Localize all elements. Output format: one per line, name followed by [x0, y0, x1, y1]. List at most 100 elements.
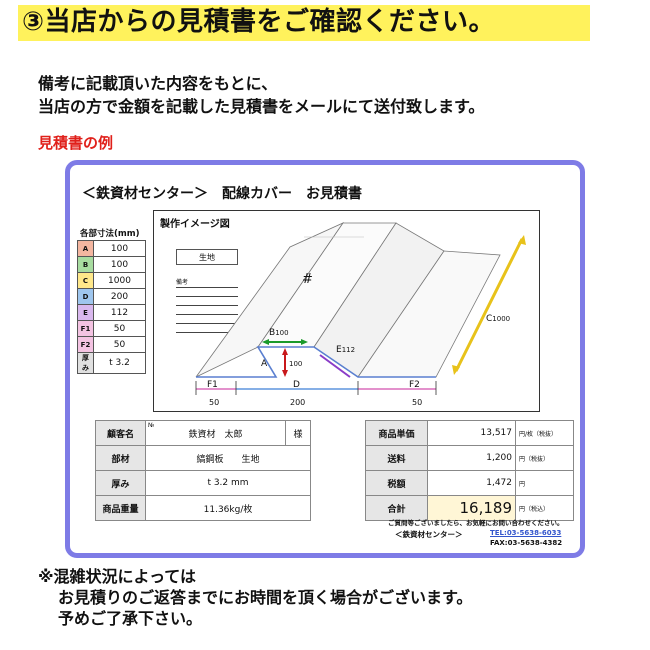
remark-line-2: お見積りのご返答までにお時間を頂く場合がございます。 — [58, 588, 473, 607]
fax-number: FAX:03-5638-4382 — [490, 539, 563, 547]
tax-unit: 円 — [515, 470, 574, 496]
label-d-value: 200 — [290, 398, 305, 407]
hash-mark: # — [302, 272, 313, 287]
company-name: ＜鉄資材センター＞ — [395, 530, 463, 539]
part-value: 縞鋼板 生地 — [145, 445, 311, 471]
c-dimension-arrow — [454, 238, 524, 372]
note-line — [176, 296, 238, 297]
dimension-key: C — [77, 272, 94, 289]
label-f2: F2 — [409, 380, 420, 390]
table-row: 部材 縞鋼板 生地 — [95, 445, 311, 471]
dimension-value: 50 — [93, 320, 146, 337]
dimensions-heading: 各部寸法(mm) — [80, 229, 140, 239]
page-title: ③当店からの見積書をご確認ください。 — [22, 7, 496, 37]
label-f1-value: 50 — [209, 398, 219, 407]
note-line — [176, 305, 238, 306]
total-label: 合計 — [365, 495, 428, 521]
total-unit: 円（税込） — [515, 495, 574, 521]
dimension-key: D — [77, 288, 94, 305]
weight-label: 商品重量 — [95, 495, 146, 521]
e-dimension-arrow — [319, 354, 351, 378]
part-label: 部材 — [95, 445, 146, 471]
cover-diagram: # B100 A 100 E112 C1000 F1 50 D 200 F2 5… — [195, 222, 526, 407]
table-row: 厚み t 3.2 mm — [95, 470, 311, 496]
contact-note: ご質問等ございましたら、お気軽にお問い合わせください。 — [388, 519, 564, 527]
example-label: 見積書の例 — [38, 134, 114, 152]
label-b: B100 — [269, 328, 289, 338]
b-arrow-head — [262, 339, 269, 345]
dimension-value: 50 — [93, 336, 146, 353]
cross-section-outline — [196, 346, 436, 378]
dimension-key: E — [77, 304, 94, 321]
dimension-value: 100 — [93, 240, 146, 257]
label-f2-value: 50 — [412, 398, 422, 407]
tel-link[interactable]: TEL:03-5638-6033 — [490, 529, 562, 537]
label-d: D — [293, 380, 300, 390]
note-line — [176, 314, 238, 315]
a-arrow-head — [282, 348, 288, 355]
production-drawing: 製作イメージ図 生地 備考 — [153, 210, 540, 412]
table-row: 合計 16,189 円（税込） — [365, 495, 574, 521]
material-box: 生地 — [176, 249, 238, 265]
customer-name-label: 顧客名 — [95, 420, 146, 446]
unit-price-label: 商品単価 — [365, 420, 428, 446]
estimate-title: ＜鉄資材センター＞ 配線カバー お見積書 — [82, 186, 362, 202]
label-f1: F1 — [207, 380, 218, 390]
dimension-key: B — [77, 256, 94, 273]
label-c: C1000 — [486, 314, 510, 324]
dimension-value: 100 — [93, 256, 146, 273]
dimension-key: F1 — [77, 320, 94, 337]
b-arrow-head — [301, 339, 308, 345]
dimension-key: A — [77, 240, 94, 257]
table-row: 商品単価 13,517 円/枚（税抜） — [365, 420, 574, 446]
note-line — [176, 287, 238, 288]
intro-line-1: 備考に記載頂いた内容をもとに、 — [38, 74, 278, 93]
remark-line-1: ※混雑状況によっては — [38, 567, 196, 586]
intro-text: 備考に記載頂いた内容をもとに、 当店の方で金額を記載した見積書をメールにて送付致… — [38, 72, 484, 118]
table-row: 商品重量 11.36kg/枚 — [95, 495, 311, 521]
pricing-table: 商品単価 13,517 円/枚（税抜） 送料 1,200 円（税抜） 税額 1,… — [365, 420, 574, 521]
shipping-label: 送料 — [365, 445, 428, 471]
dimension-value: 112 — [93, 304, 146, 321]
dimension-key: F2 — [77, 336, 94, 353]
intro-line-2: 当店の方で金額を記載した見積書をメールにて送付致します。 — [38, 97, 485, 116]
dimension-value: 1000 — [93, 272, 146, 289]
shipping-value: 1,200 — [427, 445, 516, 471]
note-line — [176, 323, 238, 324]
customer-honorific: 様 — [285, 420, 311, 446]
tax-value: 1,472 — [427, 470, 516, 496]
table-row: 税額 1,472 円 — [365, 470, 574, 496]
table-row: 送料 1,200 円（税抜） — [365, 445, 574, 471]
dimension-key: 厚み — [77, 352, 94, 374]
drawing-title: 製作イメージ図 — [160, 219, 230, 230]
a-arrow-head — [282, 370, 288, 377]
remark-note: ※混雑状況によっては お見積りのご返答までにお時間を頂く場合がございます。 予め… — [38, 566, 472, 629]
c-arrow-head — [518, 235, 526, 245]
thickness-label: 厚み — [95, 470, 146, 496]
c-arrow-head — [452, 365, 460, 375]
label-a-value: 100 — [289, 360, 302, 368]
remark-line-3: 予めご了承下さい。 — [58, 609, 203, 628]
tax-label: 税額 — [365, 470, 428, 496]
thickness-value: t 3.2 mm — [145, 470, 311, 496]
label-e: E112 — [336, 345, 355, 355]
note-line — [176, 332, 238, 333]
total-value: 16,189 — [427, 495, 516, 521]
number-mark: № — [148, 422, 155, 429]
notes-label: 備考 — [176, 279, 189, 286]
unit-price-unit: 円/枚（税抜） — [515, 420, 574, 446]
weight-value: 11.36kg/枚 — [145, 495, 311, 521]
shipping-unit: 円（税抜） — [515, 445, 574, 471]
unit-price-value: 13,517 — [427, 420, 516, 446]
